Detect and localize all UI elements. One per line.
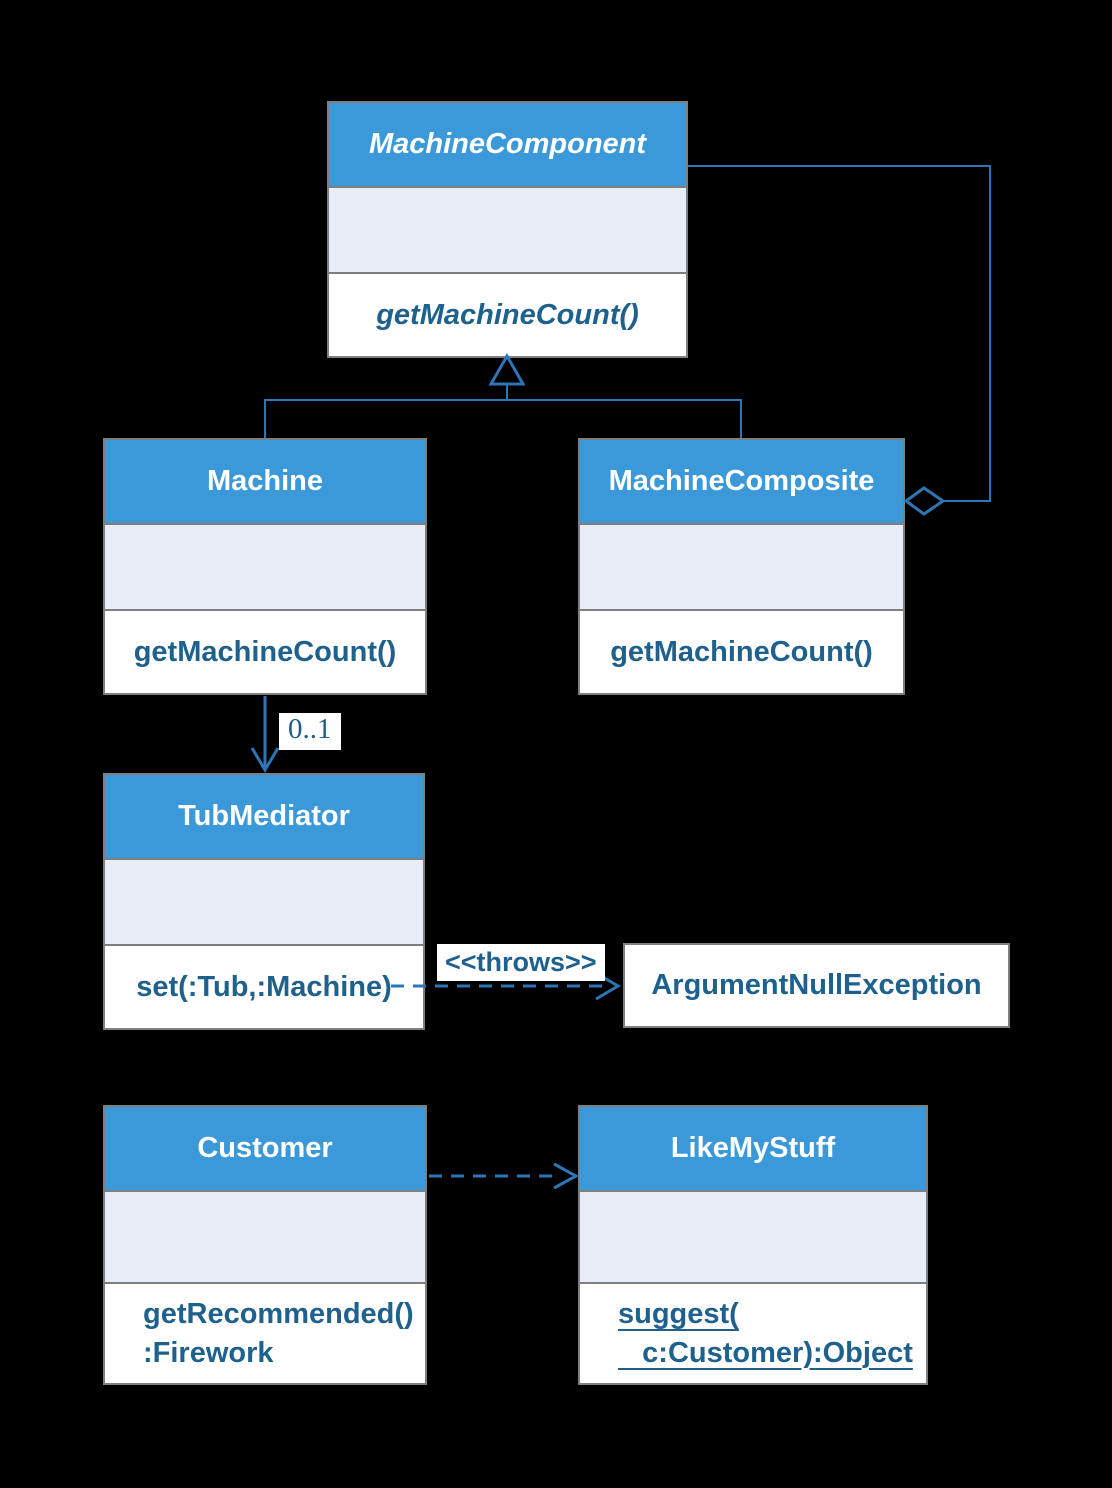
class-header-machinecomponent: MachineComponent: [329, 103, 686, 188]
method-label: :Firework: [143, 1336, 274, 1369]
class-header-machine: Machine: [105, 440, 425, 525]
class-methods-machine: getMachineCount(): [105, 611, 425, 693]
method-label: getMachineCount(): [610, 635, 873, 668]
open-arrowhead-right: [553, 1162, 580, 1190]
class-attributes-machine: [105, 525, 425, 611]
generalization-connector: [264, 352, 742, 438]
class-title: LikeMyStuff: [670, 1132, 836, 1164]
class-title: MachineComposite: [608, 465, 875, 497]
method-label: getRecommended(): [143, 1298, 414, 1331]
class-attributes-machinecomposite: [580, 525, 903, 611]
class-header-customer: Customer: [105, 1107, 425, 1192]
class-box-customer: Customer getRecommended() :Firework: [103, 1105, 427, 1385]
class-header-likemystuff: LikeMyStuff: [580, 1107, 926, 1192]
class-methods-likemystuff: suggest( c:Customer):Object: [580, 1284, 926, 1383]
class-attributes-likemystuff: [580, 1192, 926, 1284]
method-label: c:Customer):Object: [618, 1336, 913, 1369]
class-header-machinecomposite: MachineComposite: [580, 440, 903, 525]
class-box-machinecomponent: MachineComponent getMachineCount(): [327, 101, 688, 358]
class-box-tubmediator: TubMediator set(:Tub,:Machine): [103, 773, 425, 1030]
association-machine-tubmediator: [250, 696, 280, 773]
class-title: Customer: [197, 1132, 333, 1164]
open-arrowhead-down: [250, 747, 280, 773]
class-box-machine: Machine getMachineCount(): [103, 438, 427, 695]
class-attributes-tubmediator: [105, 860, 423, 946]
class-methods-tubmediator: set(:Tub,:Machine): [105, 946, 423, 1028]
class-title: TubMediator: [178, 800, 350, 832]
class-methods-machinecomponent: getMachineCount(): [329, 274, 686, 356]
method-label: set(:Tub,:Machine): [136, 970, 392, 1003]
class-box-argumentnullexception: ArgumentNullException: [623, 943, 1010, 1028]
aggregation-diamond: [903, 486, 946, 516]
class-methods-machinecomposite: getMachineCount(): [580, 611, 903, 693]
class-header-tubmediator: TubMediator: [105, 775, 423, 860]
class-title: Machine: [206, 465, 324, 497]
class-methods-customer: getRecommended() :Firework: [105, 1284, 425, 1383]
class-title: MachineComponent: [368, 128, 647, 160]
class-title: ArgumentNullException: [651, 969, 982, 1001]
method-label: getMachineCount(): [376, 298, 639, 331]
throws-label: <<throws>>: [437, 944, 605, 981]
class-box-likemystuff: LikeMyStuff suggest( c:Customer):Object: [578, 1105, 928, 1385]
class-box-machinecomposite: MachineComposite getMachineCount(): [578, 438, 905, 695]
method-label: getMachineCount(): [133, 635, 397, 668]
class-attributes-machinecomponent: [329, 188, 686, 274]
method-label: suggest(: [618, 1298, 739, 1331]
class-attributes-customer: [105, 1192, 425, 1284]
generalization-line: [264, 399, 742, 438]
multiplicity-label: 0..1: [279, 713, 341, 750]
generalization-triangle: [488, 352, 526, 386]
dependency-customer-likemystuff: [429, 1162, 580, 1190]
